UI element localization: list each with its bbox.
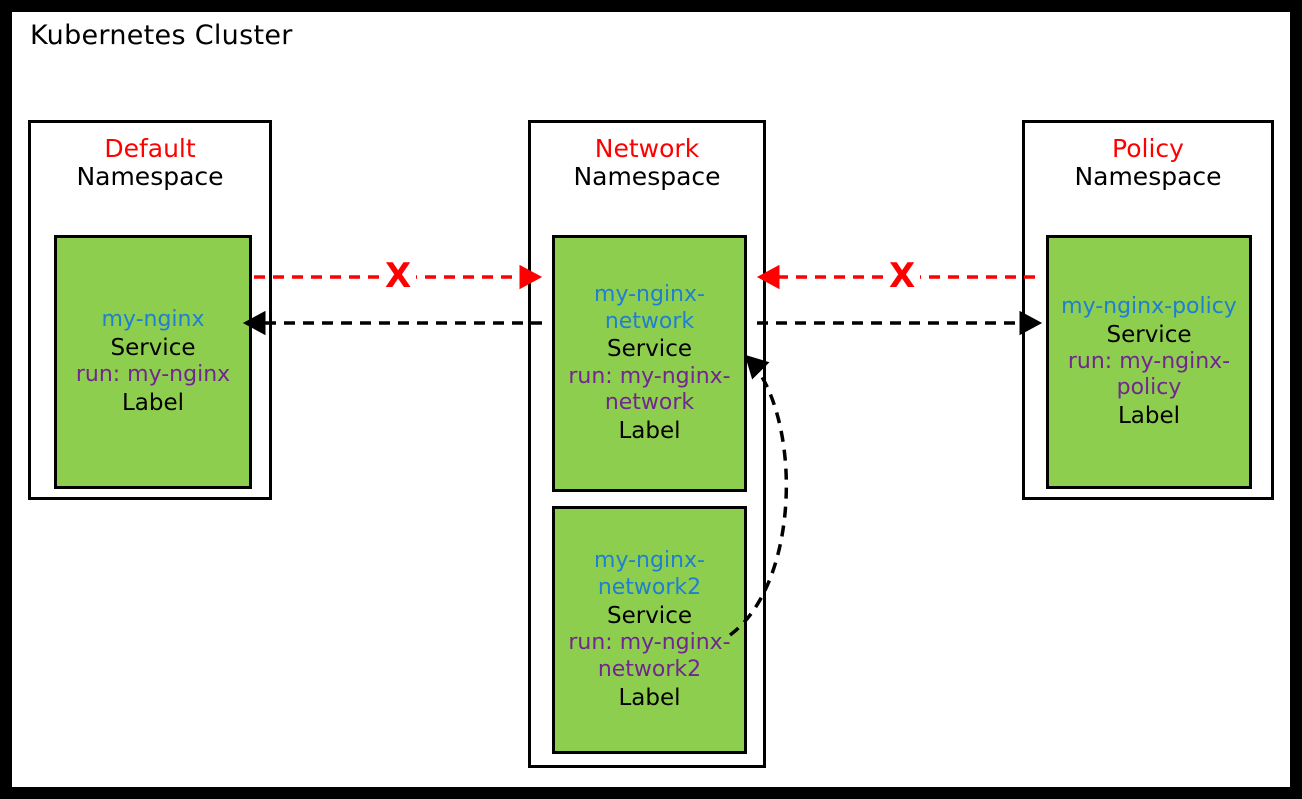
service-my-nginx-policy-name: my-nginx-policy: [1061, 293, 1237, 319]
blocked-marker-default-network: X: [380, 259, 417, 293]
service-my-nginx-kind: Service: [110, 334, 196, 361]
namespace-network-name: Network: [594, 134, 700, 163]
namespace-default-name: Default: [104, 134, 196, 163]
page-title: Kubernetes Cluster: [30, 20, 293, 51]
service-my-nginx-label-selector: run: my-nginx: [75, 362, 231, 387]
namespace-network-kind: Namespace: [573, 162, 721, 191]
namespace-network[interactable]: Network Namespace my-nginx-network Servi…: [528, 120, 766, 768]
service-my-nginx-network2-kind: Service: [606, 602, 692, 629]
namespace-policy[interactable]: Policy Namespace my-nginx-policy Service…: [1022, 120, 1274, 500]
service-my-nginx-network-label-selector: run: my-nginx-network: [568, 363, 731, 416]
service-my-nginx-network-kind: Service: [606, 336, 692, 363]
blocked-marker-policy-network: X: [884, 259, 921, 293]
service-my-nginx-network-name: my-nginx-network: [594, 281, 705, 334]
service-my-nginx[interactable]: my-nginx Service run: my-nginx Label: [54, 235, 252, 489]
namespace-default-kind: Namespace: [76, 162, 224, 191]
service-my-nginx-network2-name: my-nginx-network2: [594, 548, 705, 601]
service-my-nginx-network2[interactable]: my-nginx-network2 Service run: my-nginx-…: [552, 506, 747, 754]
service-my-nginx-policy[interactable]: my-nginx-policy Service run: my-nginx-po…: [1046, 235, 1252, 489]
service-my-nginx-policy-label-selector: run: my-nginx-policy: [1067, 348, 1231, 401]
service-my-nginx-label-kind: Label: [121, 389, 185, 416]
namespace-policy-kind: Namespace: [1074, 162, 1222, 191]
cluster-frame: Kubernetes Cluster Default Namespace my-…: [12, 12, 1290, 787]
namespace-default[interactable]: Default Namespace my-nginx Service run: …: [28, 120, 272, 500]
service-my-nginx-name: my-nginx: [101, 307, 205, 333]
service-my-nginx-network-label-kind: Label: [618, 418, 681, 445]
service-my-nginx-policy-kind: Service: [1106, 321, 1192, 348]
service-my-nginx-policy-label-kind: Label: [1117, 403, 1181, 430]
service-my-nginx-network2-label-kind: Label: [618, 684, 681, 711]
namespace-policy-name: Policy: [1112, 134, 1184, 163]
service-my-nginx-network2-label-selector: run: my-nginx-network2: [568, 630, 731, 682]
service-my-nginx-network[interactable]: my-nginx-network Service run: my-nginx-n…: [552, 235, 747, 492]
